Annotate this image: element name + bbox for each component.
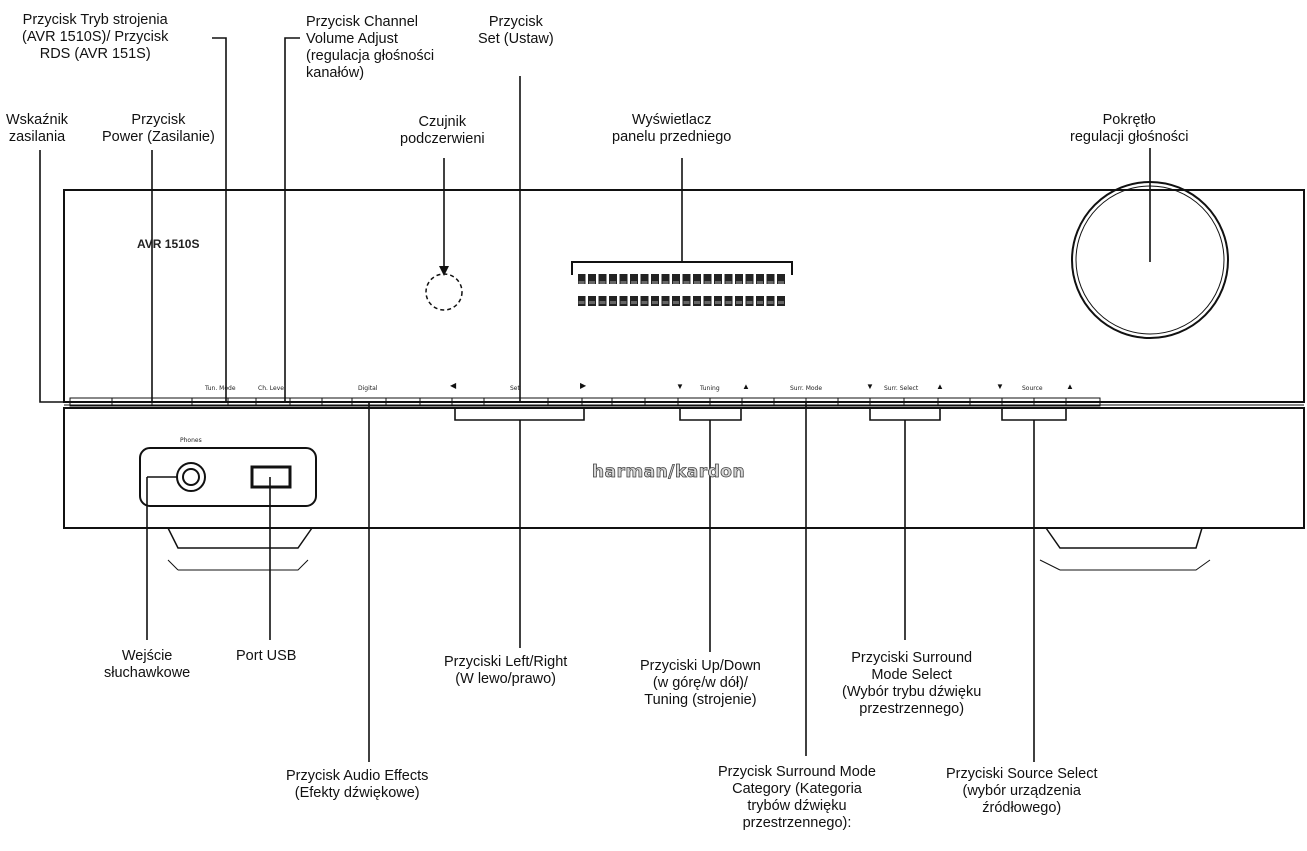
ir-sensor: [425, 273, 463, 311]
left-foot: [167, 527, 313, 549]
usb-port: [250, 465, 292, 489]
jack-enclosure: [139, 447, 317, 507]
callout-left-right: Przyciski Left/Right(W lewo/prawo): [444, 654, 568, 687]
tuning-up-icon: ▲: [742, 382, 750, 391]
callout-tuning-mode: Przycisk Tryb strojenia(AVR 1510S)/ Przy…: [22, 12, 169, 62]
brand-logo: harman/kardon: [592, 462, 746, 483]
callout-up-down: Przyciski Up/Down(w górę/w dół)/Tuning (…: [640, 658, 761, 708]
upper-panel: [63, 189, 1305, 403]
btn-label-source: Source: [1022, 385, 1043, 392]
btn-label-digital: Digital: [358, 385, 378, 392]
source-up-icon: ▲: [1066, 382, 1074, 391]
left-arrow-icon: ◀: [450, 381, 457, 390]
callout-usb-port: Port USB: [236, 648, 297, 664]
btn-label-surr-mode: Surr. Mode: [790, 385, 823, 392]
model-logo: AVR 1510S: [137, 237, 200, 251]
right-arrow-icon: ▶: [580, 381, 587, 390]
phones-label: Phones: [180, 437, 202, 444]
btn-label-surr-select: Surr. Select: [884, 385, 919, 392]
leader-lines: [39, 37, 1151, 762]
btn-label-set: Set: [510, 385, 520, 392]
btn-label-ch-level: Ch. Level: [258, 385, 286, 392]
tuning-down-icon: ▼: [676, 382, 684, 391]
surr-down-icon: ▼: [866, 382, 874, 391]
front-display: [571, 261, 793, 306]
callout-source-select: Przyciski Source Select(wybór urządzenia…: [946, 766, 1098, 816]
source-down-icon: ▼: [996, 382, 1004, 391]
surr-up-icon: ▲: [936, 382, 944, 391]
lower-panel: [63, 407, 1305, 529]
btn-label-tuning: Tuning: [700, 385, 720, 392]
callout-audio-effects: Przycisk Audio Effects(Efekty dźwiękowe): [286, 768, 429, 801]
right-foot: [1045, 527, 1203, 549]
headphone-jack: [176, 462, 206, 492]
btn-label-tun-mode: Tun. Mode: [205, 385, 236, 392]
